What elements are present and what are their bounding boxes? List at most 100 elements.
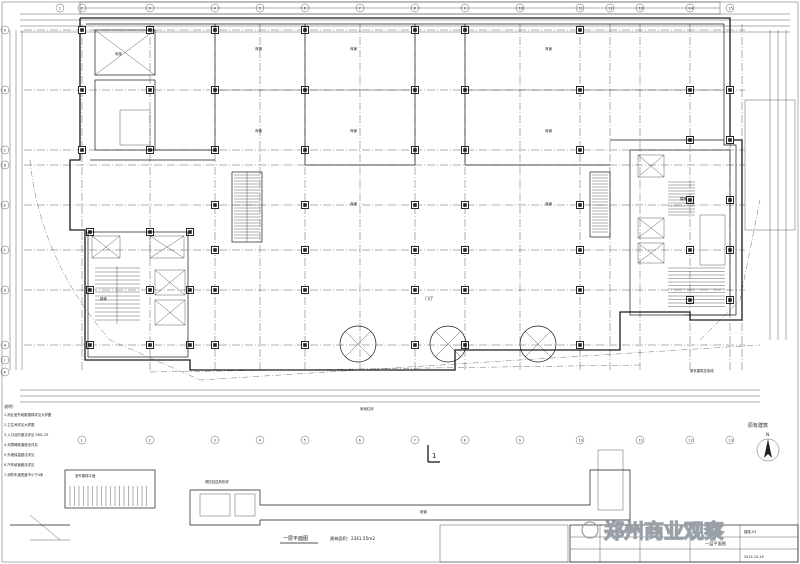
center-label: 门厅 (425, 295, 433, 302)
external-stair-plan: 室外楼梯平面 (64, 469, 156, 509)
revolving-doors (339, 325, 557, 363)
grid-bubble (0, 85, 10, 95)
area-note: 建筑面积：2341.55m2 (330, 535, 375, 542)
building-outline (69, 17, 743, 371)
note-line: 6.汽车坡道做法详见 (4, 462, 35, 467)
duct-label: 调压站送风机房 (205, 479, 229, 484)
grid-bubble (0, 245, 10, 255)
existing-label: 原有建筑控制线 (690, 368, 714, 373)
room-label: 商铺 (545, 201, 552, 206)
grid-bubble-label: J (3, 358, 5, 362)
grid-bubble-label: 9 (519, 438, 521, 442)
grid-bubble (685, 435, 695, 445)
grid-bubble-label: 6 (304, 6, 306, 10)
grid-bubble (145, 435, 155, 445)
grid-bubble-label: 9 (464, 6, 466, 10)
grid-bubble-label: 3 (149, 6, 151, 10)
grid-bubble (145, 3, 155, 13)
north-mark: N (766, 432, 769, 437)
grid-bubble-label: 1 (59, 6, 61, 10)
drawing-title: 一层平面图 (283, 536, 308, 542)
grid-bubble-label: 4 (214, 6, 216, 10)
grid-bubble-label: 1 (81, 438, 83, 442)
grid-bubble-label: 7 (359, 6, 361, 10)
room-label: 商铺 (545, 128, 552, 133)
grid-bubble-label: 5 (304, 438, 306, 442)
grid-bubble (635, 3, 645, 13)
interior-walls (90, 24, 724, 166)
grid-bubble (255, 435, 265, 445)
room-label: 商铺 (255, 128, 262, 133)
column-grid-vertical (81, 24, 743, 372)
grid-bubble-label: 15 (729, 6, 733, 10)
grid-bubble (77, 435, 87, 445)
bottom-dimensions (20, 389, 760, 403)
revolving-door (429, 325, 467, 363)
grid-bubble (0, 367, 10, 377)
grid-bubble (515, 3, 525, 13)
grid-bubble-label: F (4, 248, 6, 252)
stair-core-top-left (94, 29, 156, 151)
grid-bubble (300, 435, 310, 445)
watermark: 郑州商业观察 (581, 518, 726, 544)
grid-bubble (300, 3, 310, 13)
structural-columns (78, 26, 734, 349)
stair-label: 楼梯 (680, 196, 687, 201)
grid-bubble-label: 3 (214, 438, 216, 442)
room-labels: 商铺 商铺 商铺 商铺 商铺 商铺 商铺 商铺 门厅 电梯 楼梯 楼梯 原有建筑… (100, 46, 714, 411)
notes-title: 说明： (4, 403, 17, 410)
grid-bubble-label: 7 (414, 438, 416, 442)
escalator-central (231, 171, 263, 243)
grid-bubble-label: 2 (81, 6, 83, 10)
grid-bubble-label: 5 (259, 6, 261, 10)
ramp-label: 坡道 (420, 509, 427, 514)
grid-bubble (55, 3, 65, 13)
grid-bubble-label: D (4, 163, 7, 167)
grid-bubble (0, 355, 10, 365)
grid-bubble (355, 3, 365, 13)
grid-bubble (515, 435, 525, 445)
stair-label: 楼梯 (100, 296, 107, 301)
grid-bubble (0, 160, 10, 170)
top-dimensions (20, 13, 790, 33)
watermark-text: 郑州商业观察 (604, 519, 725, 543)
grid-bubble (410, 3, 420, 13)
note-line: 1.商业室外疏散楼梯详见大样图 (4, 412, 52, 417)
grid-bubble-label: K (4, 370, 7, 374)
grid-bubble (210, 435, 220, 445)
grid-bubble (355, 435, 365, 445)
grid-bubble-label: 11 (579, 6, 583, 10)
escalator-right (589, 171, 611, 238)
stair-core-right (629, 149, 731, 316)
grid-bubble-label: 8 (414, 6, 416, 10)
grid-bubble-label: 10 (579, 438, 583, 442)
note-line: 2.卫生间详见大样图 (4, 422, 35, 427)
room-label: 商铺 (350, 201, 357, 206)
grid-bubble (255, 3, 265, 13)
grid-bubble (460, 435, 470, 445)
grid-bubble-label: 12 (609, 6, 613, 10)
title-block: 正业施工图设计说明 一层平面图 建施-03 2014-10-16 (439, 524, 799, 563)
drawing-title-area: 一层平面图 建筑面积：2341.55m2 (280, 535, 375, 544)
grid-bubble (575, 435, 585, 445)
grid-bubble-label: 13 (639, 6, 643, 10)
grid-bubble-label: B (4, 88, 7, 92)
grid-bubble (605, 3, 615, 13)
grid-bubble-label: G (4, 288, 7, 292)
column-grid-horizontal (24, 29, 745, 346)
north-arrow: N (756, 432, 780, 462)
grid-bubble-label: 8 (464, 438, 466, 442)
design-notes: 说明： 1.商业室外疏散楼梯详见大样图 2.卫生间详见大样图 3.入口台阶做法详… (4, 403, 52, 477)
note-line: 3.入口台阶做法详见 98J1-25 (4, 432, 48, 437)
neighbor-label: 原有建筑 (748, 422, 768, 429)
right-dimensions (769, 30, 787, 340)
wall-label: 室外楼梯平面 (75, 473, 96, 478)
grid-bubble (210, 3, 220, 13)
title-drawing-name: 一层平面图 (705, 541, 726, 547)
grid-bubble (410, 435, 420, 445)
grid-bubble (725, 435, 735, 445)
